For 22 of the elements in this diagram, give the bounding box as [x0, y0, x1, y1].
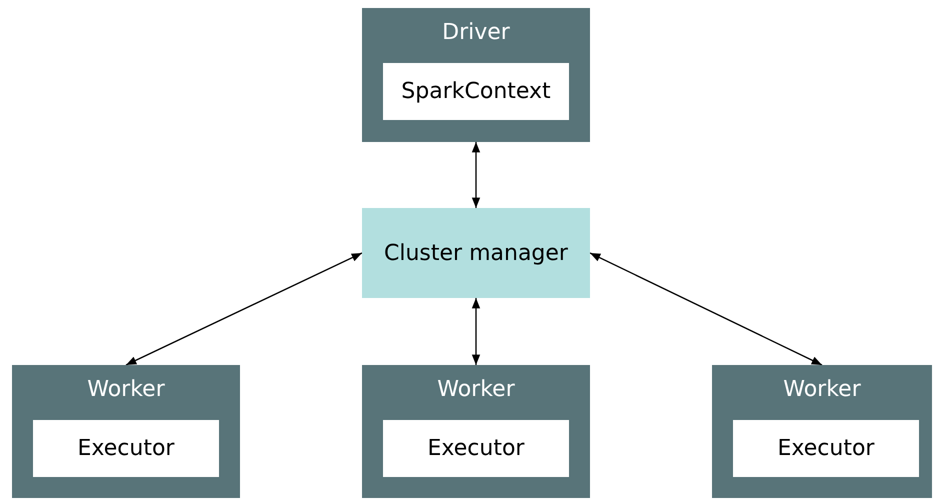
- component-box: [733, 420, 919, 477]
- group-box: [362, 8, 590, 142]
- component-box: [33, 420, 219, 477]
- component-box: [383, 420, 569, 477]
- box-label: Executor: [428, 436, 524, 461]
- arrow: [126, 252, 362, 366]
- process-box: [362, 208, 590, 298]
- box-label: Executor: [78, 436, 174, 461]
- group-title: Worker: [782, 377, 862, 402]
- group-title: Driver: [441, 20, 511, 45]
- arrow: [472, 298, 480, 365]
- group-box: [712, 365, 932, 498]
- group-title: Worker: [436, 377, 516, 402]
- box-label: SparkContext: [401, 79, 551, 104]
- box-label: Executor: [778, 436, 874, 461]
- arrow: [472, 142, 480, 208]
- group-box: [362, 365, 590, 498]
- group-box: [12, 365, 240, 498]
- group-title: Worker: [86, 377, 166, 402]
- arrow: [590, 252, 822, 366]
- component-box: [383, 63, 569, 120]
- box-label: Cluster manager: [384, 240, 568, 266]
